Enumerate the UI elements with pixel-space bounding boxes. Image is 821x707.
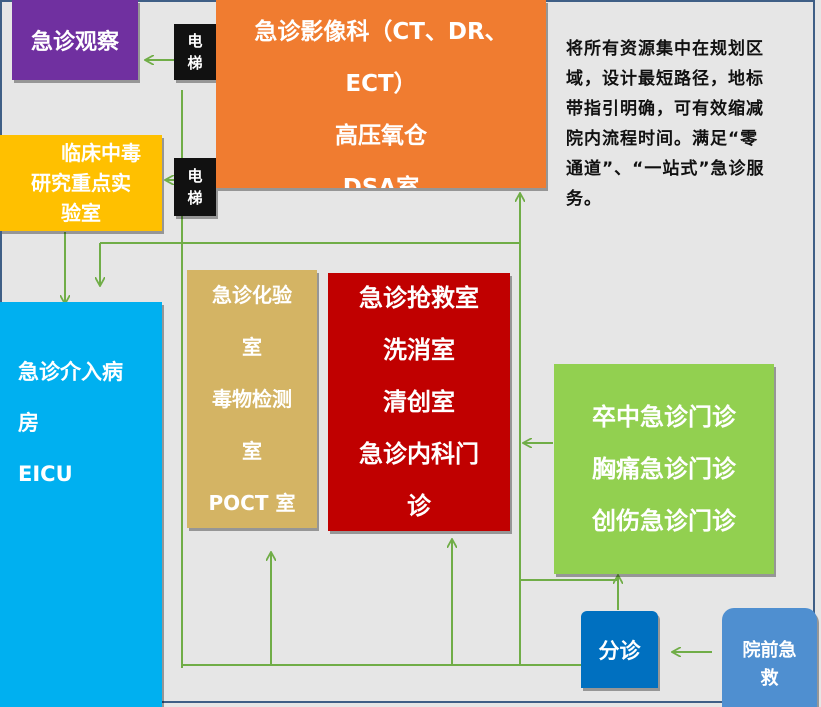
elevator-top-char1: 电 [187,32,203,50]
prehospital-line2: 救 [760,667,779,689]
lab-line5: POCT 室 [208,491,296,515]
triage-label: 分诊 [598,638,641,663]
resus-line1: 急诊抢救室 [359,284,479,312]
clinics-box: 卒中急诊门诊 胸痛急诊门诊 创伤急诊门诊 [554,364,774,574]
eicu-box: 急诊介入病 房 EICU [0,302,162,707]
toxicology-lab-box: 临床中毒 研究重点实 验室 [0,135,162,231]
elevator-top-char2: 梯 [187,54,203,72]
elevator-mid-char1: 电 [187,167,203,185]
emergency-lab-box: 急诊化验 室 毒物检测 室 POCT 室 [187,270,317,528]
resus-line4: 急诊内科门 [359,440,479,468]
imaging-line2: ECT） [345,71,417,97]
observation-label: 急诊观察 [30,30,119,55]
lab-line2: 室 [242,335,262,359]
imaging-line1: 急诊影像科（CT、DR、 [254,19,508,45]
resus-line3: 清创室 [383,388,455,416]
triage-box: 分诊 [581,611,658,688]
lab-line1: 急诊化验 [212,283,292,307]
clinics-line2: 胸痛急诊门诊 [592,455,736,483]
clinics-line3: 创伤急诊门诊 [592,507,736,535]
lab-line4: 室 [242,439,262,463]
tox-line1: 临床中毒 [61,141,141,165]
resus-line5: 诊 [407,492,431,520]
imaging-line3: 高压氧仓 [335,123,427,149]
imaging-department-box: 急诊影像科（CT、DR、 ECT） 高压氧仓 DSA室 [216,0,546,188]
imaging-line4: DSA室 [342,175,420,188]
elevator-top: 电 梯 [174,24,216,80]
eicu-line3: EICU [18,462,73,486]
resus-line2: 洗消室 [383,336,455,364]
eicu-line1: 急诊介入病 [18,360,123,384]
prehospital-box: 院前急 救 [722,608,817,707]
tox-line2: 研究重点实 [31,171,131,195]
lab-line3: 毒物检测 [212,387,292,411]
elevator-mid-char2: 梯 [187,189,203,207]
prehospital-line1: 院前急 [742,639,797,661]
resuscitation-box: 急诊抢救室 洗消室 清创室 急诊内科门 诊 [328,273,510,531]
emergency-observation-box: 急诊观察 [12,0,138,80]
eicu-line2: 房 [18,411,39,435]
clinics-line1: 卒中急诊门诊 [592,403,736,431]
tox-line3: 验室 [61,201,101,225]
description-text: 将所有资源集中在规划区域，设计最短路径，地标带指引明确，可有效缩减院内流程时间。… [566,39,765,209]
elevator-mid: 电 梯 [174,158,216,216]
